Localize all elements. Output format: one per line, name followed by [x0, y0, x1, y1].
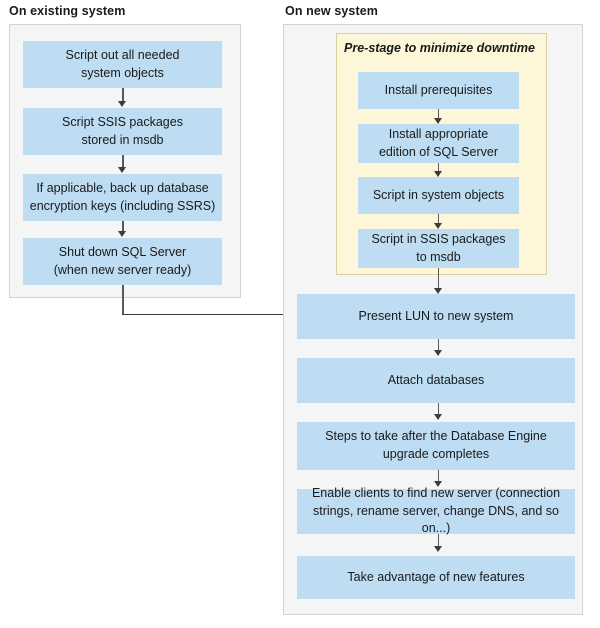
- connector-arrow-p2: [433, 171, 442, 177]
- connector-line-p4: [437, 268, 440, 289]
- node-text-line1: Take advantage of new features: [347, 569, 525, 584]
- connector-arrow-p3: [433, 223, 442, 229]
- connector-line-l3: [122, 221, 124, 232]
- connector-arrow-l1: [118, 101, 127, 107]
- node-install-prerequisites[interactable]: Install prerequisites: [358, 72, 519, 109]
- node-text-line1: Shut down SQL Server: [58, 244, 187, 259]
- node-text-line2: strings, rename server, change DNS, and …: [313, 503, 559, 536]
- connector-arrow-r1: [433, 350, 442, 356]
- node-text-line1: Script out all needed: [65, 47, 180, 62]
- node-text-line1: Install appropriate: [388, 126, 489, 141]
- connector-line-r3: [437, 470, 440, 482]
- node-text-line2: encryption keys (including SSRS): [29, 198, 216, 213]
- node-attach-databases[interactable]: Attach databases: [297, 358, 575, 403]
- node-text-line1: If applicable, back up database: [36, 180, 209, 195]
- node-script-ssis-packages[interactable]: Script SSIS packages stored in msdb: [23, 108, 222, 155]
- node-text-line2: upgrade completes: [382, 447, 490, 461]
- node-steps-after-upgrade[interactable]: Steps to take after the Database Engine …: [297, 422, 575, 470]
- node-install-edition-sql-server[interactable]: Install appropriate edition of SQL Serve…: [358, 124, 519, 163]
- connector-line-p3: [437, 214, 440, 224]
- node-text-line2: edition of SQL Server: [378, 144, 499, 159]
- left-panel-label: On existing system: [9, 4, 126, 18]
- node-text-line2: system objects: [81, 65, 164, 80]
- node-enable-clients-find-server[interactable]: Enable clients to find new server (conne…: [297, 486, 575, 535]
- node-text-line1: Steps to take after the Database Engine: [325, 429, 547, 444]
- node-script-in-ssis-packages-msdb[interactable]: Script in SSIS packages to msdb: [358, 229, 519, 268]
- connector-line-l1: [122, 88, 124, 102]
- connector-line-p2: [437, 163, 440, 172]
- connector-line-r1: [437, 339, 440, 351]
- node-script-in-system-objects[interactable]: Script in system objects: [358, 177, 519, 214]
- node-script-out-system-objects[interactable]: Script out all needed system objects: [23, 41, 222, 88]
- node-take-advantage-new-features[interactable]: Take advantage of new features: [297, 556, 575, 599]
- node-text-line1: Script SSIS packages: [62, 114, 183, 129]
- connector-arrow-l2: [118, 167, 127, 173]
- connector-arrow-r2: [433, 414, 442, 420]
- node-shut-down-sql-server[interactable]: Shut down SQL Server (when new server re…: [23, 238, 222, 285]
- connector-line-cross-horizontal: [122, 313, 290, 316]
- node-text-line1: Enable clients to find new server (conne…: [311, 485, 561, 500]
- node-present-lun[interactable]: Present LUN to new system: [297, 294, 575, 339]
- connector-arrow-p4: [433, 288, 442, 294]
- node-text-line2: (when new server ready): [53, 262, 192, 277]
- connector-arrow-l3: [118, 231, 127, 237]
- node-text-line1: Install prerequisites: [384, 82, 493, 97]
- connector-line-p1: [437, 109, 440, 119]
- connector-line-r2: [437, 403, 440, 415]
- node-text-line1: Present LUN to new system: [358, 308, 514, 323]
- connector-line-r4: [437, 534, 440, 547]
- node-text-line1: Attach databases: [387, 372, 485, 387]
- node-text-line1: Script in SSIS packages: [371, 231, 506, 246]
- node-text-line1: Script in system objects: [372, 187, 505, 202]
- connector-arrow-p1: [433, 118, 442, 124]
- node-backup-encryption-keys[interactable]: If applicable, back up database encrypti…: [23, 174, 222, 221]
- connector-line-l2: [122, 155, 124, 168]
- right-panel-label: On new system: [285, 4, 378, 18]
- connector-arrow-r4: [433, 546, 442, 552]
- connector-arrow-r3: [433, 481, 442, 487]
- connector-line-cross-vertical: [122, 285, 124, 315]
- prestage-group-title: Pre-stage to minimize downtime: [344, 41, 536, 55]
- node-text-line2: stored in msdb: [81, 132, 164, 147]
- node-text-line2: to msdb: [416, 249, 461, 264]
